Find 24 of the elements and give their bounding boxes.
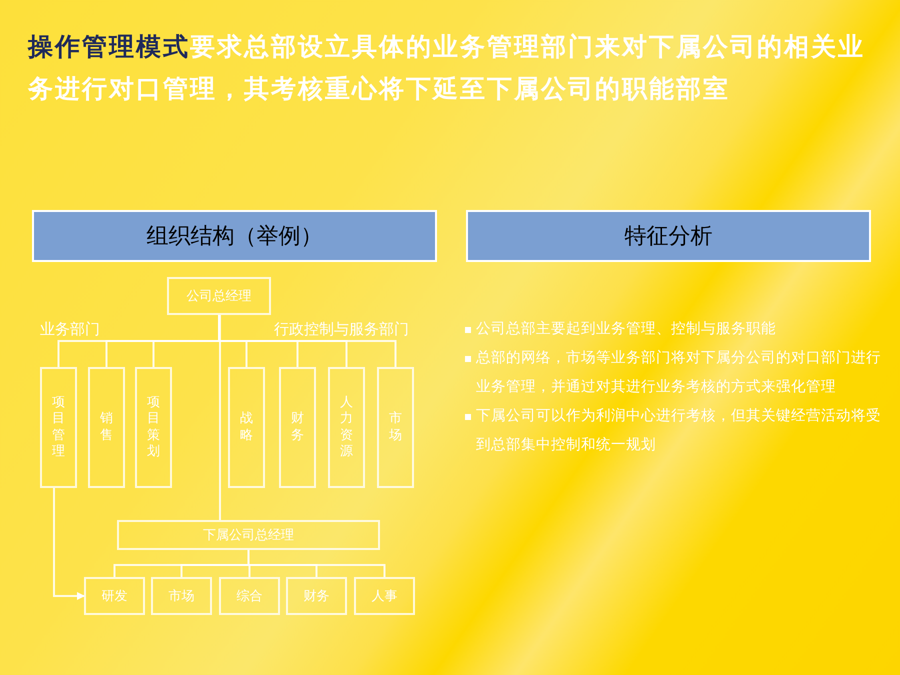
section-header: 组织结构（举例） — [32, 210, 437, 262]
bullet-text: 公司总部主要起到业务管理、控制与服务职能 — [464, 315, 882, 344]
org-box: 项目管理 — [40, 367, 77, 488]
group-label: 行政控制与服务部门 — [274, 320, 409, 339]
org-box: 财务 — [279, 367, 316, 488]
org-box: 下属公司总经理 — [117, 520, 380, 550]
group-label: 业务部门 — [40, 320, 100, 339]
org-box: 市场 — [151, 577, 212, 615]
org-box: 人事 — [354, 577, 415, 615]
org-box: 综合 — [219, 577, 280, 615]
org-box: 公司总经理 — [167, 277, 271, 315]
section-header: 特征分析 — [466, 210, 871, 262]
bullet-text: 下属公司可以作为利润中心进行考核，但其关键经营活动将受到总部集中控制和统一规划 — [464, 402, 882, 460]
org-box: 财务 — [286, 577, 347, 615]
org-box: 战略 — [228, 367, 265, 488]
org-box: 人力资源 — [328, 367, 365, 488]
org-box: 销售 — [88, 367, 125, 488]
title: 操作管理模式要求总部设立具体的业务管理部门来对下属公司的相关业务进行对口管理，其考核重心将下延至下属公司的职能部室 — [28, 31, 866, 105]
arrow — [53, 488, 85, 600]
org-box: 项目策划 — [135, 367, 172, 488]
org-box: 市场 — [377, 367, 414, 488]
bullet-text: 总部的网络，市场等业务部门将对下属分公司的对口部门进行业务管理，并通过对其进行业务考核的方式来强化管理 — [464, 344, 882, 402]
connector-line — [219, 315, 221, 520]
org-box: 研发 — [84, 577, 145, 615]
